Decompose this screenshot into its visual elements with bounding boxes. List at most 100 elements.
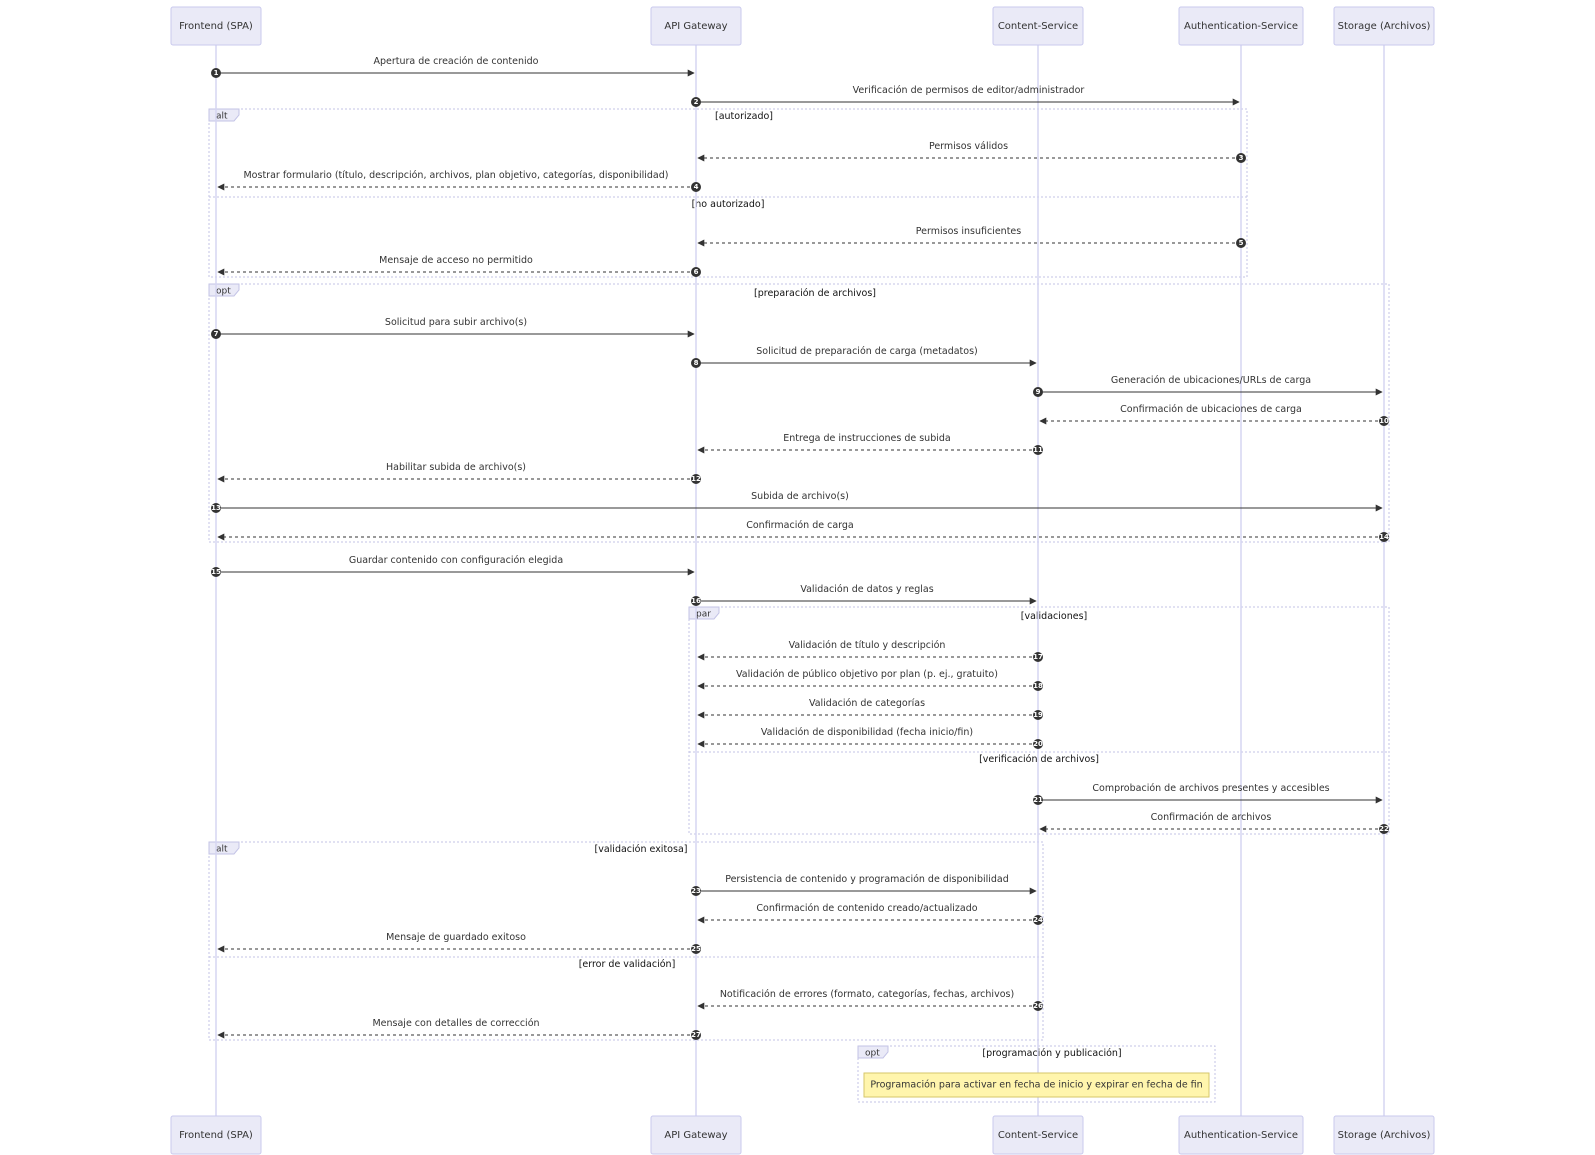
sequence-number-badge (211, 329, 221, 339)
participant-bottom-gw: API Gateway (650, 1115, 742, 1155)
message-label: Habilitar subida de archivo(s) (386, 462, 526, 473)
participant-label: Storage (Archivos) (1338, 1130, 1431, 1141)
message-label: Entrega de instrucciones de subida (783, 433, 950, 444)
message-21: Comprobación de archivos presentes y acc… (1033, 783, 1383, 805)
sequence-number: 21 (1033, 796, 1043, 804)
participant-label: Frontend (SPA) (179, 21, 253, 32)
message-label: Mensaje de acceso no permitido (379, 255, 533, 266)
message-label: Permisos válidos (929, 141, 1008, 152)
message-label: Comprobación de archivos presentes y acc… (1092, 783, 1329, 794)
message-1: Apertura de creación de contenido 1 (211, 56, 695, 78)
fragment-frame (208, 283, 1390, 543)
message-17: Validación de título y descripción 17 (697, 640, 1043, 662)
message-label: Notificación de errores (formato, catego… (720, 989, 1014, 1000)
sequence-number-badge (1236, 238, 1246, 248)
sequence-number: 19 (1033, 711, 1043, 719)
sequence-number: 9 (1036, 388, 1041, 396)
message-label: Validación de categorías (809, 698, 925, 709)
note-text: Programación para activar en fecha de in… (870, 1080, 1202, 1091)
message-18: Validación de público objetivo por plan … (697, 669, 1043, 691)
fragment-condition: [verificación de archivos] (979, 754, 1099, 765)
message-11: Entrega de instrucciones de subida 11 (697, 433, 1043, 455)
participant-box (170, 1115, 262, 1155)
sequence-number: 7 (214, 330, 219, 338)
message-label: Validación de título y descripción (789, 640, 946, 651)
participant-box (1178, 1115, 1304, 1155)
participant-box (1333, 6, 1435, 46)
sequence-number: 16 (691, 597, 701, 605)
fragment-alt: alt[validación exitosa][error de validac… (208, 841, 1044, 1041)
sequence-number-badge (1236, 153, 1246, 163)
participant-label: Authentication-Service (1184, 21, 1298, 32)
fragment-kind-label: opt (216, 287, 231, 297)
sequence-number-badge (1379, 532, 1389, 542)
participant-bottom-st: Storage (Archivos) (1333, 1115, 1435, 1155)
sequence-number: 13 (211, 504, 221, 512)
message-label: Mensaje de guardado exitoso (386, 932, 526, 943)
sequence-number: 2 (694, 98, 699, 106)
message-label: Guardar contenido con configuración eleg… (349, 555, 563, 566)
message-label: Solicitud de preparación de carga (metad… (756, 346, 978, 357)
participant-top-fe: Frontend (SPA) (170, 6, 262, 46)
message-8: Solicitud de preparación de carga (metad… (691, 346, 1037, 368)
sequence-number-badge (1033, 681, 1043, 691)
sequence-number: 25 (691, 945, 701, 953)
message-label: Apertura de creación de contenido (374, 56, 539, 67)
fragment-opt: opt [programación y publicación] (857, 1045, 1216, 1103)
sequence-number: 3 (1239, 154, 1244, 162)
fragment-kind-label: opt (865, 1049, 880, 1059)
fragment-frame (208, 108, 1248, 278)
fragment-tag-box (857, 1045, 889, 1059)
participant-label: Frontend (SPA) (179, 1130, 253, 1141)
fragment-condition: [autorizado] (715, 111, 773, 122)
sequence-number: 18 (1033, 682, 1043, 690)
sequence-number-badge (211, 503, 221, 513)
note-box (863, 1072, 1210, 1098)
message-label: Validación de datos y reglas (800, 584, 933, 595)
message-label: Confirmación de ubicaciones de carga (1120, 404, 1302, 415)
note: Programación para activar en fecha de in… (863, 1072, 1210, 1098)
message-label: Confirmación de archivos (1151, 812, 1272, 823)
sequence-number: 11 (1033, 446, 1043, 454)
participant-top-as: Authentication-Service (1178, 6, 1304, 46)
participant-label: Authentication-Service (1184, 1130, 1298, 1141)
sequence-number-badge (691, 474, 701, 484)
participant-label: Content-Service (998, 1130, 1078, 1141)
fragment-frame (208, 841, 1044, 1041)
participant-box (1333, 1115, 1435, 1155)
sequence-number-badge (1033, 652, 1043, 662)
message-4: Mostrar formulario (título, descripción,… (217, 170, 701, 192)
message-13: Subida de archivo(s)13 (211, 491, 1383, 513)
sequence-number-badge (691, 1030, 701, 1040)
sequence-number-badge (1033, 795, 1043, 805)
sequence-number: 10 (1379, 417, 1389, 425)
participant-bottom-as: Authentication-Service (1178, 1115, 1304, 1155)
fragment-condition: [preparación de archivos] (754, 288, 876, 299)
message-label: Validación de público objetivo por plan … (736, 669, 998, 680)
message-7: Solicitud para subir archivo(s)7 (211, 317, 695, 339)
participant-box (170, 6, 262, 46)
fragment-kind-label: par (696, 610, 711, 620)
participant-box (992, 1115, 1084, 1155)
sequence-number: 1 (214, 69, 219, 77)
sequence-number-badge (1033, 445, 1043, 455)
participant-top-st: Storage (Archivos) (1333, 6, 1435, 46)
message-15: Guardar contenido con configuración eleg… (211, 555, 695, 577)
sequence-number-badge (1033, 1001, 1043, 1011)
message-25: Mensaje de guardado exitoso 25 (217, 932, 701, 954)
message-20: Validación de disponibilidad (fecha inic… (697, 727, 1043, 749)
sequence-number: 14 (1379, 533, 1389, 541)
sequence-number: 17 (1033, 653, 1043, 661)
participant-label: API Gateway (664, 1130, 727, 1141)
sequence-number: 12 (691, 475, 701, 483)
participant-box (992, 6, 1084, 46)
fragment-condition: [programación y publicación] (982, 1048, 1121, 1059)
sequence-number-badge (1033, 387, 1043, 397)
message-19: Validación de categorías 19 (697, 698, 1043, 720)
message-26: Notificación de errores (formato, catego… (697, 989, 1043, 1011)
sequence-number-badge (1033, 710, 1043, 720)
sequence-number-badge (211, 567, 221, 577)
